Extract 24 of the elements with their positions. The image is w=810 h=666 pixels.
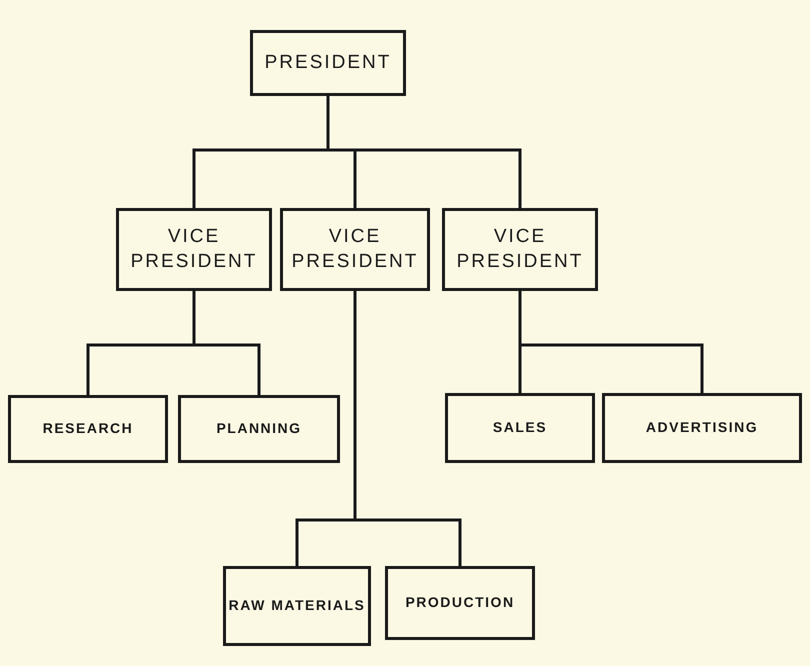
connector-line — [354, 291, 462, 566]
org-box — [223, 566, 371, 646]
org-box — [442, 208, 598, 291]
position-title: PLANNING — [216, 419, 302, 438]
org-box — [116, 208, 272, 291]
position-title: VICE PRESIDENT — [130, 224, 258, 274]
position-title: ADVERTISING — [646, 418, 758, 438]
position-title: VICE PRESIDENT — [456, 224, 584, 274]
org-box — [250, 30, 406, 96]
connector-line — [518, 291, 704, 393]
org-box — [280, 208, 430, 291]
org-box — [602, 393, 802, 463]
position-title: PRESIDENT — [264, 50, 392, 75]
position-title: RESEARCH — [42, 419, 134, 438]
connector-line — [192, 291, 260, 395]
position-title: VICE PRESIDENT — [290, 224, 420, 274]
connector-line — [326, 96, 522, 208]
org-box — [445, 393, 595, 463]
position-title: RAW MATERIALS — [228, 596, 366, 616]
position-title: SALES — [492, 418, 548, 438]
position-title: PRODUCTION — [405, 593, 515, 612]
org-box — [8, 395, 168, 463]
org-box — [178, 395, 340, 463]
org-box — [385, 566, 535, 640]
